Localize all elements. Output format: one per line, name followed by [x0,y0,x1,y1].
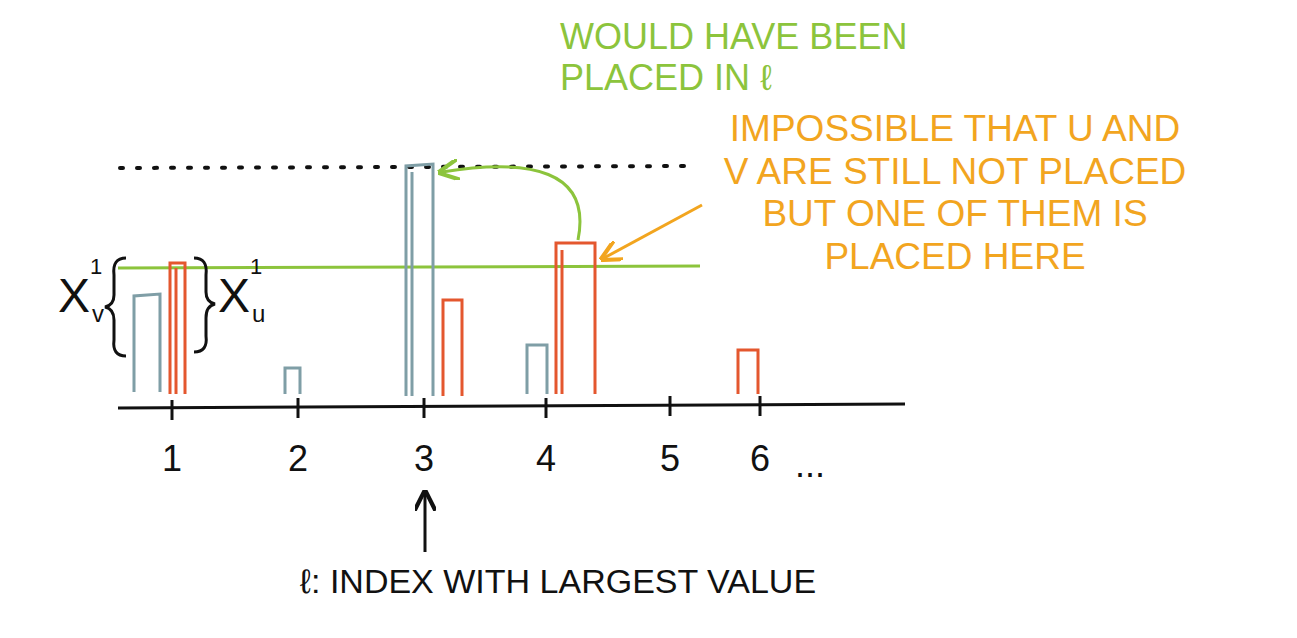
tick-number: 5 [660,438,680,479]
brace [105,258,126,356]
superscript: 1 [250,254,262,279]
pointer-arrow [424,494,427,552]
subscript: u [252,300,265,328]
brace [194,258,215,352]
green-arrow [442,167,580,240]
red-bars [170,243,758,396]
tick-number: 6 [750,438,770,479]
annotation: ℓ: INDEX WITH LARGEST VALUE [300,562,816,601]
tick-number: 3 [414,438,434,479]
annotation: IMPOSSIBLE THAT U AND V ARE STILL NOT PL… [720,108,1190,278]
ellipsis: ... [795,444,825,485]
subscript: v [92,300,104,328]
blue-bars [134,164,547,396]
annotation: WOULD HAVE BEEN PLACED IN ℓ [560,16,970,99]
tick-number: 1 [162,438,182,479]
tick-number: 2 [288,438,308,479]
tick-number: 4 [536,438,556,479]
orange-arrow [604,205,702,258]
variable-symbol: X [218,268,250,323]
superscript: 1 [90,254,102,279]
axis [118,404,905,408]
ticks [172,396,760,420]
variable-symbol: X [58,268,90,323]
